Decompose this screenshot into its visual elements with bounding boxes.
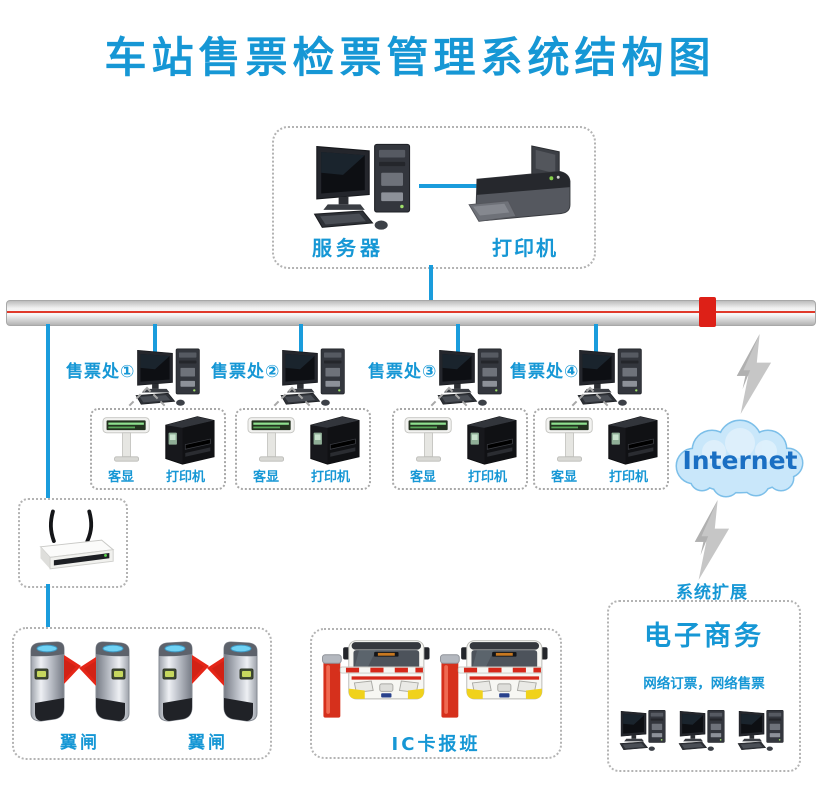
ic-checkin-label: IC卡报班 [391,734,481,755]
office4-computer-icon [576,346,650,410]
bus-to-office3-line [456,324,460,366]
expansion-caption: 系统扩展 [676,583,748,603]
router-box [18,498,128,588]
wing-gate-icon-1 [24,635,136,727]
office2-label: 售票处② [211,362,281,382]
office1-label: 售票处① [66,362,136,382]
office4-ticket-printer-icon [603,414,661,466]
network-backbone-pipe [6,300,816,326]
page-title: 车站售票检票管理系统结构图 [104,33,716,82]
ecommerce-computer-icon-1 [619,702,671,760]
wing-gate-label-1: 翼闸 [60,733,100,753]
office3-ticket-printer-icon [462,414,520,466]
office4-display-label: 客显 [551,470,578,485]
office2-ticket-printer-icon [305,414,363,466]
office4-label: 售票处④ [510,362,580,382]
lightning-bolt-icon [730,334,776,414]
bus-to-office1-line [153,324,157,366]
office4-customer-display-icon [543,415,597,463]
server-label: 服务器 [312,236,384,260]
office2-devices-box: 客显 打印机 [235,408,371,490]
bus-to-office4-line [594,324,598,366]
server-printer-link-line [419,184,481,188]
backbone-red-wire [7,311,815,313]
office3-printer-label: 打印机 [468,470,508,485]
ic-checkin-box: IC卡报班 [310,628,562,759]
wing-gate-label-2: 翼闸 [188,733,228,753]
bus-barrier-icon-2 [438,636,550,728]
office-printer-icon [466,144,578,236]
ecommerce-box: 电子商务 网络订票，网络售票 [607,600,801,772]
server-computer-icon [282,140,452,236]
server-printer-box: 服务器 打印机 [272,126,596,269]
printer-label: 打印机 [492,236,558,260]
ecommerce-computer-icon-2 [678,702,730,760]
office2-display-label: 客显 [253,470,280,485]
office3-devices-box: 客显 打印机 [392,408,528,490]
bus-barrier-icon-1 [320,636,432,728]
ecommerce-subtitle: 网络订票，网络售票 [643,676,765,692]
backbone-red-coupler [699,297,716,327]
office3-display-label: 客显 [410,470,437,485]
office3-customer-display-icon [402,415,456,463]
office2-computer-icon [279,346,353,410]
ecommerce-computer-icon-3 [737,702,789,760]
office1-printer-label: 打印机 [166,470,206,485]
office2-printer-label: 打印机 [311,470,351,485]
wing-gate-icon-2 [152,635,264,727]
office1-devices-box: 客显 打印机 [90,408,226,490]
office1-ticket-printer-icon [160,414,218,466]
office1-display-label: 客显 [108,470,135,485]
office1-computer-icon [134,346,208,410]
internet-label: Internet [682,446,798,475]
office3-label: 售票处③ [368,362,438,382]
server-to-bus-line [429,265,433,302]
office3-computer-icon [436,346,510,410]
cloud-icon [664,410,816,504]
ecommerce-title: 电子商务 [644,621,764,652]
bus-to-office2-line [299,324,303,366]
wing-gates-box: 翼闸 翼闸 [12,627,272,760]
office4-devices-box: 客显 打印机 [533,408,669,490]
lightning-bolt-icon-2 [688,500,734,580]
internet-cloud: Internet [664,410,816,504]
office2-customer-display-icon [245,415,299,463]
router-to-gates-line [46,584,50,628]
wireless-router-icon [29,508,117,578]
office4-printer-label: 打印机 [609,470,649,485]
bus-to-router-line [46,324,50,500]
office1-customer-display-icon [100,415,154,463]
